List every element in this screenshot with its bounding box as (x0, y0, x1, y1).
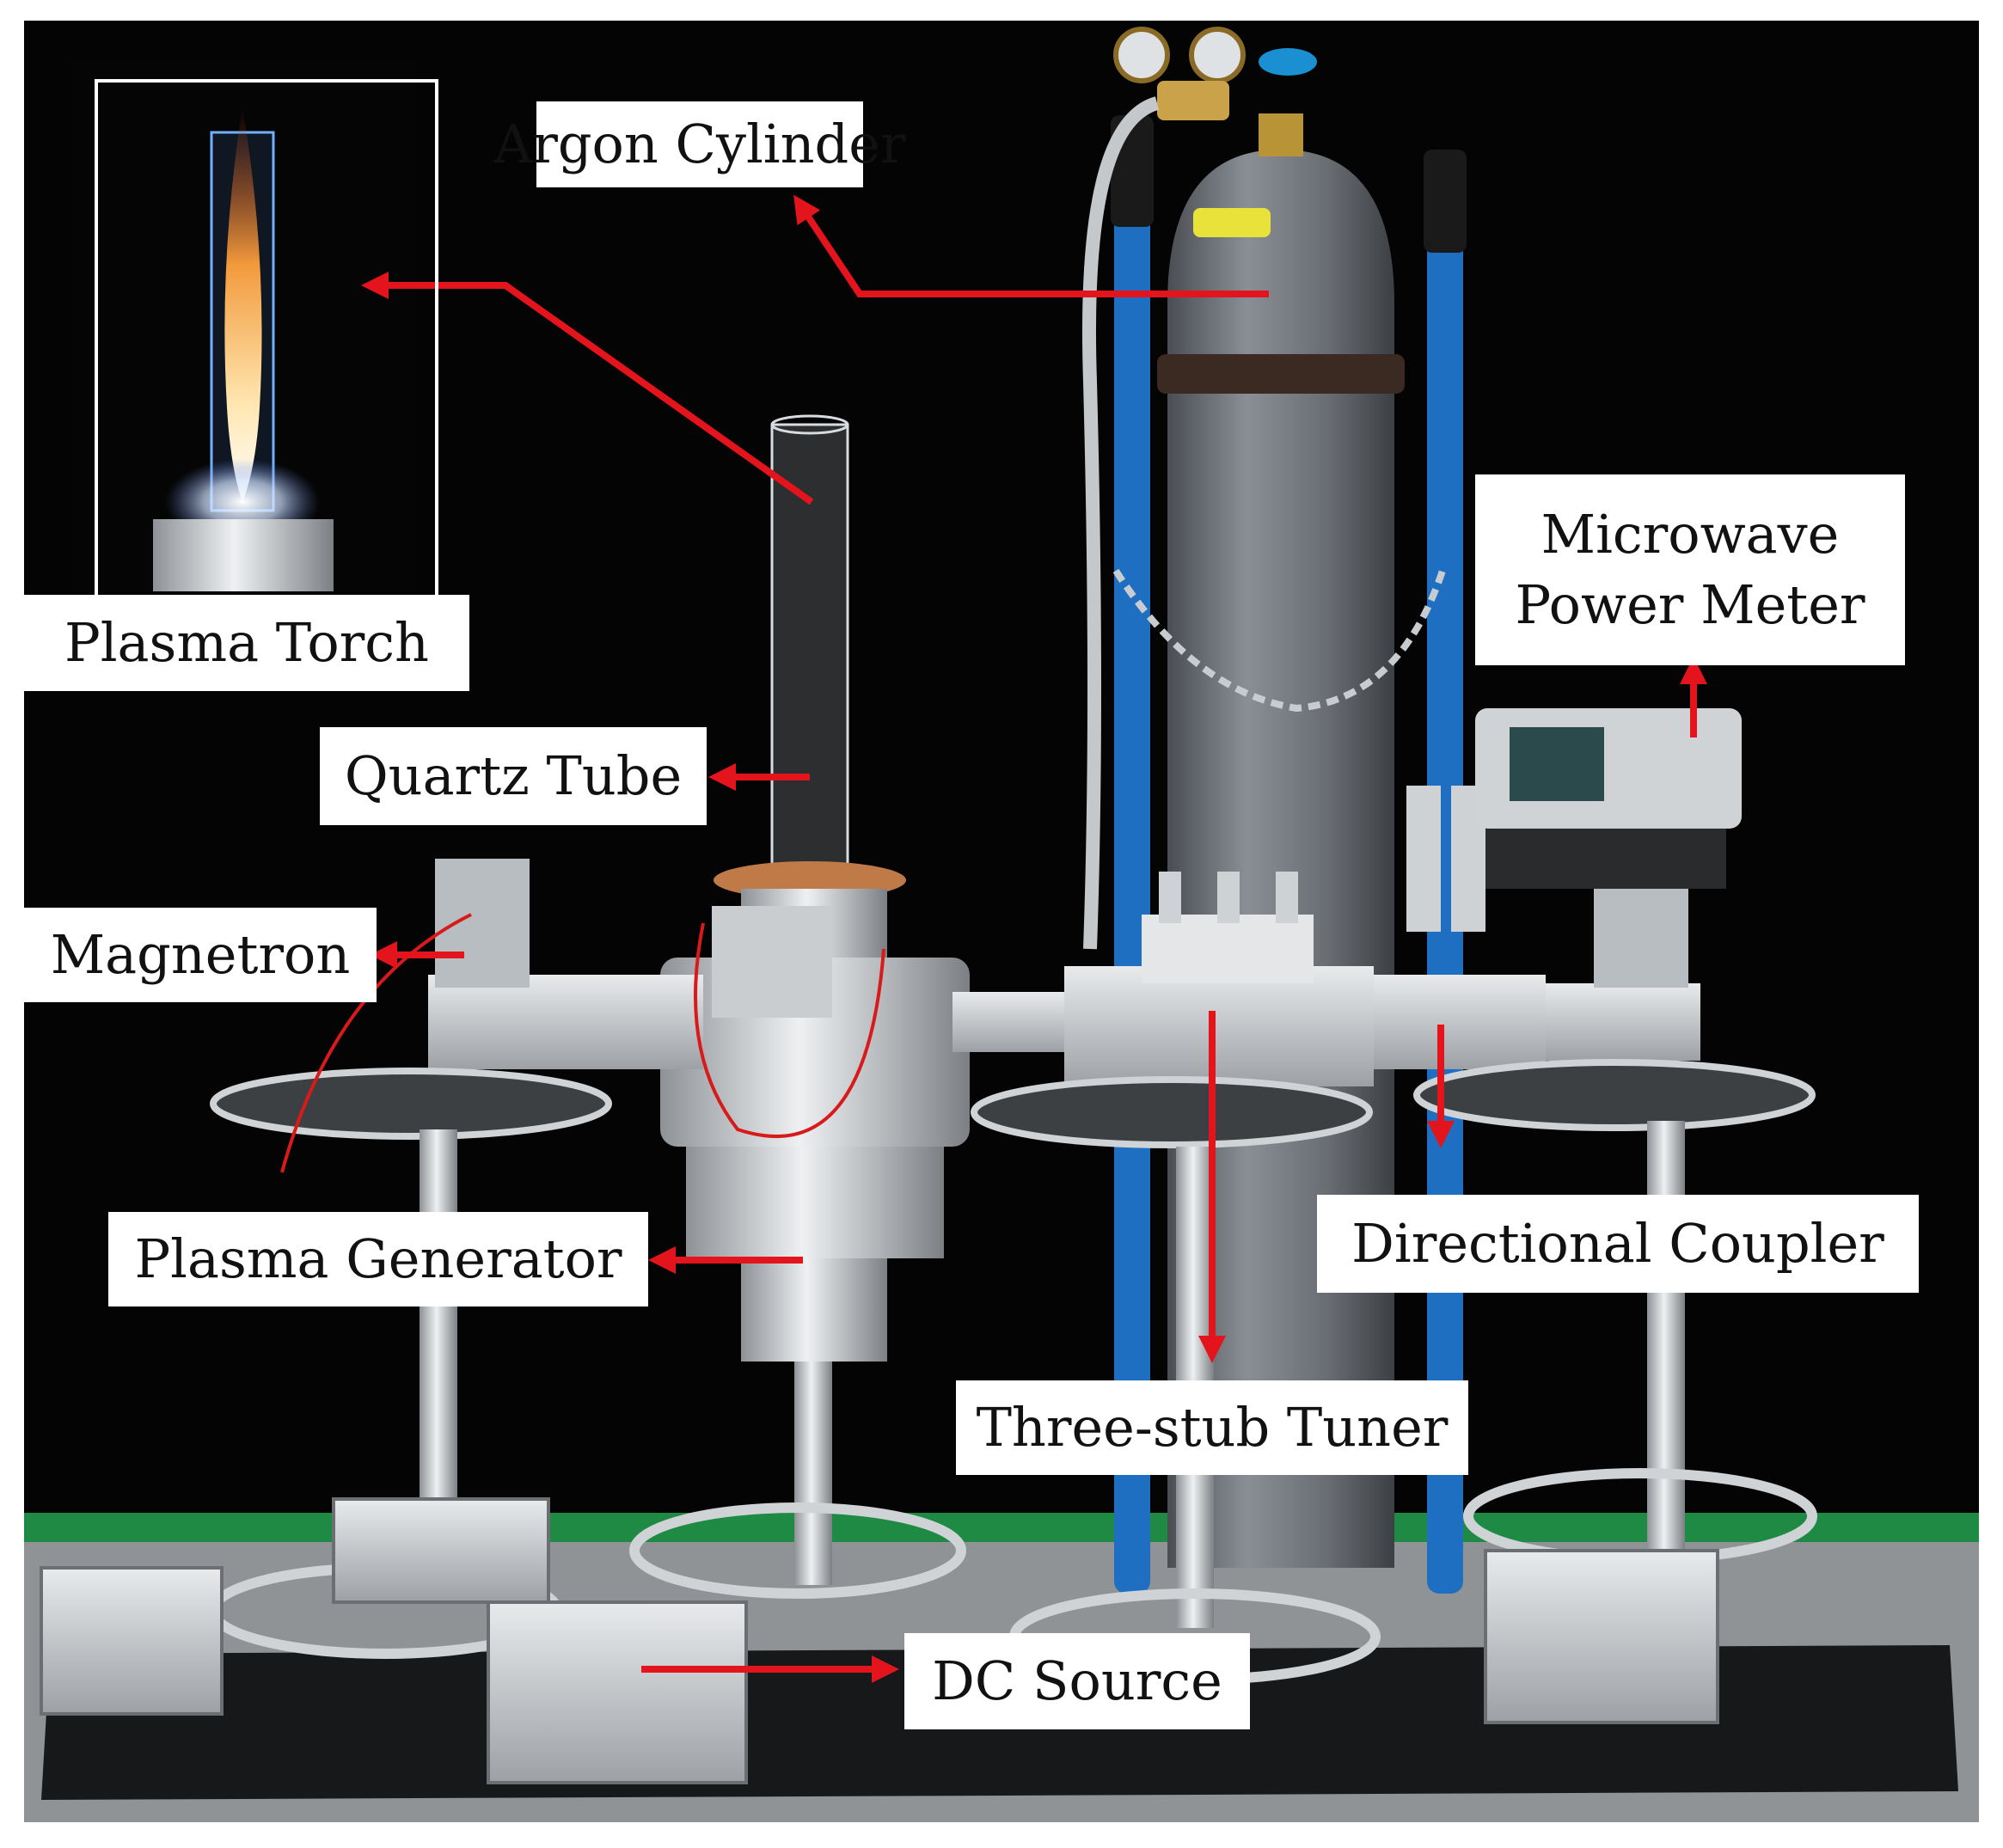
waveguide-right (1546, 983, 1700, 1061)
dc-source-4 (1484, 1549, 1719, 1724)
cylinder-chain (1112, 568, 1446, 713)
label-microwave-power-meter-line1: Microwave (1541, 503, 1840, 566)
inset-flame (224, 107, 262, 502)
stand-post-generator (794, 1362, 832, 1585)
three-stub-tuner-body (1064, 966, 1374, 1086)
plasma-generator-base (741, 1258, 887, 1362)
label-directional-coupler: Directional Coupler (1317, 1195, 1919, 1293)
inset-torch-base (153, 519, 334, 591)
label-three-stub-tuner: Three-stub Tuner (956, 1380, 1468, 1475)
label-dc-source: DC Source (904, 1633, 1250, 1729)
quartz-tube-top (770, 414, 849, 435)
plasma-torch-inset-frame (95, 79, 438, 612)
tuner-block (1142, 915, 1314, 983)
regulator-body (1157, 81, 1229, 120)
gas-hose (1081, 96, 1160, 950)
quartz-tube (770, 423, 849, 873)
tuner-stub-1 (1159, 872, 1181, 923)
stand-ring-generator (629, 1502, 966, 1599)
arrow-argon-cylinder (793, 194, 1269, 297)
stand-top-middle (971, 1076, 1373, 1148)
photo-scene: Argon Cylinder Plasma Torch Microwave Po… (24, 21, 1979, 1822)
dc-source-3 (487, 1600, 748, 1784)
center-magnetron (712, 906, 832, 1018)
trolley-frame-left (1114, 115, 1150, 1594)
waveguide-middle (952, 992, 1081, 1052)
label-plasma-torch: Plasma Torch (24, 595, 469, 691)
stand-post-left (420, 1129, 457, 1525)
power-meter-stand (1485, 829, 1726, 889)
label-magnetron: Magnetron (24, 908, 377, 1002)
cylinder-strap (1157, 354, 1405, 394)
arrow-plasma-torch (361, 272, 814, 505)
left-magnetron (435, 859, 530, 988)
tuner-stub-2 (1217, 872, 1240, 923)
dc-source-2 (332, 1497, 550, 1604)
red-wire-left (280, 913, 472, 1173)
red-wire-center (694, 922, 885, 1139)
waveguide-left (428, 975, 703, 1069)
cylinder-valve (1259, 113, 1303, 156)
stand-top-right (1413, 1059, 1816, 1131)
directional-coupler-body (1374, 975, 1546, 1069)
floor-green-strip (24, 1513, 1979, 1542)
stand-top-left (210, 1068, 612, 1140)
label-microwave-power-meter-line2: Power Meter (1515, 573, 1865, 636)
cylinder-yellow-mark (1193, 208, 1271, 237)
plasma-generator-cavity (686, 1147, 944, 1258)
regulator-gauge-left (1113, 27, 1170, 83)
stand-post-right (1647, 1121, 1685, 1551)
power-meter-screen (1510, 727, 1604, 801)
label-argon-cylinder: Argon Cylinder (493, 101, 906, 187)
label-quartz-tube: Quartz Tube (320, 727, 707, 825)
valve-handwheel (1259, 48, 1317, 76)
label-microwave-power-meter: Microwave Power Meter (1475, 474, 1905, 665)
trolley-handle-right (1424, 150, 1467, 253)
apparatus-illustration (24, 21, 1979, 1822)
label-plasma-generator: Plasma Generator (108, 1212, 648, 1306)
dc-source-1 (40, 1566, 224, 1716)
power-sensor-1 (1406, 786, 1441, 932)
regulator-gauge-right (1189, 27, 1246, 83)
tuner-stub-3 (1276, 872, 1298, 923)
